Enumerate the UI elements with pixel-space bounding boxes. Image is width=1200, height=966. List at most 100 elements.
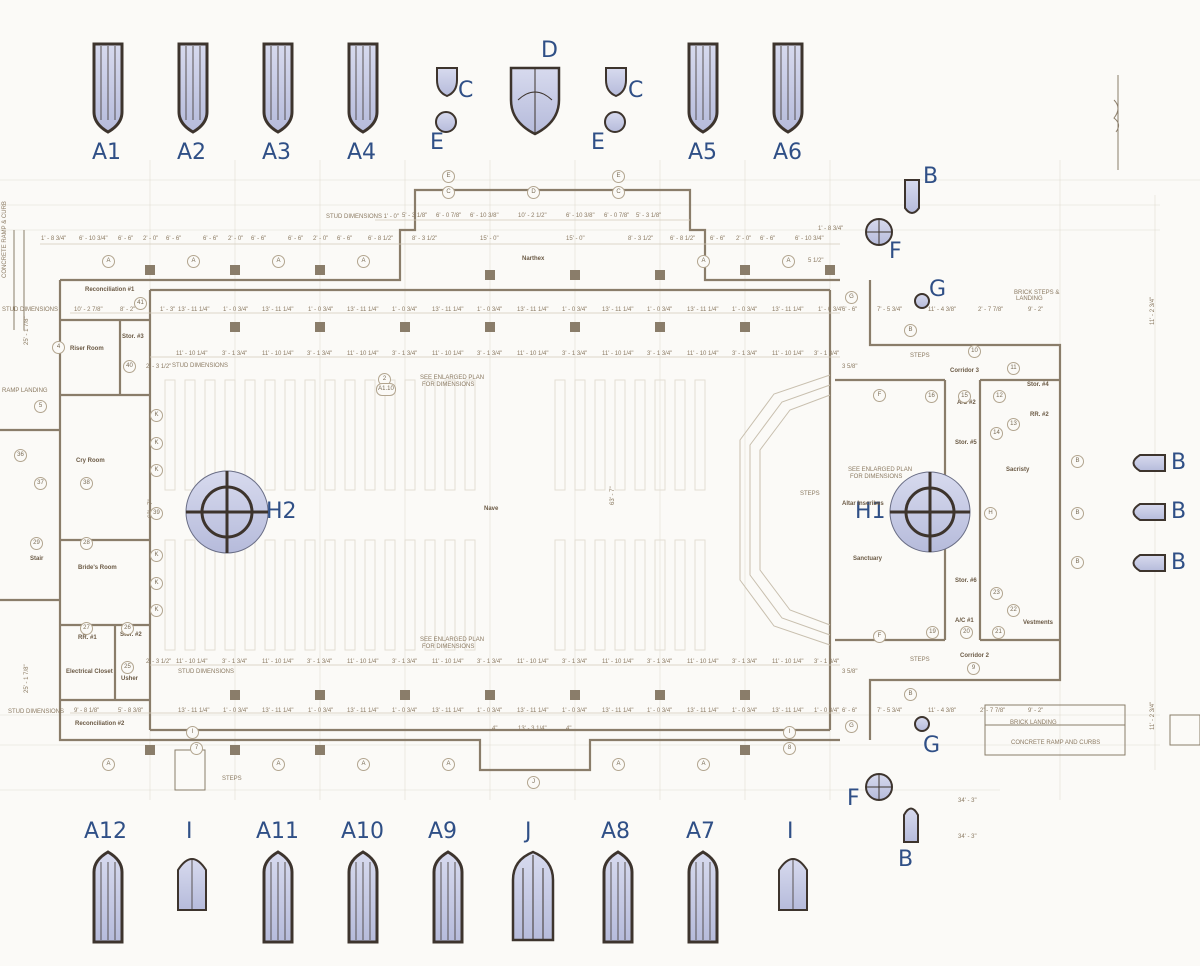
room-stor-6: Stor. #6 xyxy=(955,578,977,584)
window-label-i-right: I xyxy=(787,819,794,844)
dim-row4-15: 13' - 11 1/4" xyxy=(687,708,719,714)
note-stud-left: STUD DIMENSIONS xyxy=(2,307,59,313)
dim-top-9: 6' - 6" xyxy=(288,236,304,242)
window-label-e-right: E xyxy=(591,130,605,155)
dim-top-7: 2' - 0" xyxy=(228,236,244,242)
dim-row4-18: 1' - 0 3/4" xyxy=(814,708,840,714)
tag-14: 14 xyxy=(990,427,1003,440)
dim-row2-7: 11' - 10 1/4" xyxy=(432,351,464,357)
window-label-a2: A2 xyxy=(177,140,207,165)
tag-a-3: A xyxy=(272,255,285,268)
window-d xyxy=(509,66,561,136)
window-label-c-right: C xyxy=(628,78,644,103)
dim-row1-4: 13' - 11 1/4" xyxy=(178,307,210,313)
altar-note: Altar Inscribes xyxy=(842,501,884,507)
dim-row1-11: 1' - 0 3/4" xyxy=(477,307,503,313)
room-stor-5: Stor. #5 xyxy=(955,440,977,446)
dim-row3-16: 3' - 1 3/4" xyxy=(814,659,840,665)
dim-row1-19: 1' - 0 3/4" xyxy=(818,307,844,313)
dim-top-5: 6' - 6" xyxy=(166,236,182,242)
tag-g-2: G xyxy=(845,720,858,733)
dim-row1-2: 8' - 2" xyxy=(120,307,136,313)
tag-k-4: K xyxy=(150,549,163,562)
window-label-b-bottom: B xyxy=(898,847,914,872)
dim-row4-19: 13' - 3 1/4" xyxy=(518,726,547,732)
window-label-i-left: I xyxy=(186,819,193,844)
dim-row4-9: 13' - 11 1/4" xyxy=(432,708,464,714)
tag-19: 19 xyxy=(926,626,939,639)
tag-9: 9 xyxy=(967,662,980,675)
dim-row3-5: 11' - 10 1/4" xyxy=(347,659,379,665)
window-label-a1: A1 xyxy=(92,140,122,165)
note-steps-1: STEPS xyxy=(910,353,930,359)
dim-row2-9: 11' - 10 1/4" xyxy=(517,351,549,357)
room-riser: Riser Room xyxy=(70,346,104,352)
tag-39: 39 xyxy=(150,507,163,520)
dim-row3-9: 11' - 10 1/4" xyxy=(517,659,549,665)
dim-top-6: 6' - 6" xyxy=(203,236,219,242)
dim-row3-15: 11' - 10 1/4" xyxy=(772,659,804,665)
room-stor-4: Stor. #4 xyxy=(1027,382,1049,388)
dim-stud-1: 5' - 3 1/8" xyxy=(402,213,428,219)
tag-13: 13 xyxy=(1007,418,1020,431)
tag-38: 38 xyxy=(80,477,93,490)
dim-row3-2: 3' - 1 3/4" xyxy=(222,659,248,665)
dim-row2-11: 11' - 10 1/4" xyxy=(602,351,634,357)
dim-row2-2: 3' - 1 3/4" xyxy=(222,351,248,357)
dim-top-11: 6' - 6" xyxy=(337,236,353,242)
dim-top-19: 2' - 0" xyxy=(736,236,752,242)
dim-row1-3: 1' - 3" xyxy=(160,307,176,313)
window-label-c-left: C xyxy=(458,78,474,103)
dim-nave-width: 63' - 7" xyxy=(610,486,616,505)
tag-15: 15 xyxy=(958,390,971,403)
window-label-f-bottom: F xyxy=(847,786,860,811)
tag-a-12: A xyxy=(102,758,115,771)
window-label-a7: A7 xyxy=(686,819,716,844)
dim-left-vertical-1: 25' - 1 7/8" xyxy=(24,316,30,345)
dim-row2-13: 11' - 10 1/4" xyxy=(687,351,719,357)
dim-row3-10: 3' - 1 3/4" xyxy=(562,659,588,665)
note-see-plan-right: SEE ENLARGED PLAN xyxy=(848,467,913,473)
note-stud-left-bottom: STUD DIMENSIONS xyxy=(8,709,65,715)
room-rr-1: RR. #1 xyxy=(78,635,97,641)
dim-top-2: 6' - 10 3/4" xyxy=(79,236,108,242)
tag-a-10: A xyxy=(357,758,370,771)
room-cry: Cry Room xyxy=(76,458,105,464)
room-sacristy: Sacristy xyxy=(1006,467,1030,473)
room-ac-2: A/C #2 xyxy=(957,400,976,406)
dim-right-10: 6' - 6" xyxy=(842,708,858,714)
dim-row1-5: 1' - 0 3/4" xyxy=(223,307,249,313)
tag-a-8: A xyxy=(612,758,625,771)
rose-window-h2 xyxy=(185,470,269,554)
tag-10: 10 xyxy=(968,345,981,358)
tag-16: 16 xyxy=(925,390,938,403)
window-label-a8: A8 xyxy=(601,819,631,844)
dim-row2-stud: 2' - 3 1/2" xyxy=(146,364,172,370)
dim-top-8: 6' - 6" xyxy=(251,236,267,242)
dim-row2-6: 3' - 1 3/4" xyxy=(392,351,418,357)
tag-a-11: A xyxy=(272,758,285,771)
dim-right-12: 3 5/8" xyxy=(842,669,858,675)
dim-row2-5: 11' - 10 1/4" xyxy=(347,351,379,357)
room-reconciliation-1: Reconciliation #1 xyxy=(85,287,135,293)
columns xyxy=(145,265,835,755)
dim-right-11: 3 5/8" xyxy=(842,364,858,370)
dim-row1-7: 1' - 0 3/4" xyxy=(308,307,334,313)
window-label-g-bottom: G xyxy=(923,733,941,758)
dim-top-3: 6' - 6" xyxy=(118,236,134,242)
dim-top-12: 6' - 8 1/2" xyxy=(368,236,394,242)
window-label-a5: A5 xyxy=(688,140,718,165)
window-label-a4: A4 xyxy=(347,140,377,165)
window-label-a12: A12 xyxy=(84,819,128,844)
dim-row2-4: 3' - 1 3/4" xyxy=(307,351,333,357)
dim-row3-8: 3' - 1 3/4" xyxy=(477,659,503,665)
tag-d: D xyxy=(527,186,540,199)
tag-f-1: F xyxy=(873,389,886,402)
tag-a-4: A xyxy=(357,255,370,268)
tag-23: 23 xyxy=(990,587,1003,600)
room-rr-2: RR. #2 xyxy=(1030,412,1049,418)
dim-row1-14: 13' - 11 1/4" xyxy=(602,307,634,313)
dim-row4-14: 1' - 0 3/4" xyxy=(647,708,673,714)
note-stud-dimensions-header: STUD DIMENSIONS 1' - 0" xyxy=(326,214,399,220)
note-for-dims-top: FOR DIMENSIONS xyxy=(422,382,475,388)
